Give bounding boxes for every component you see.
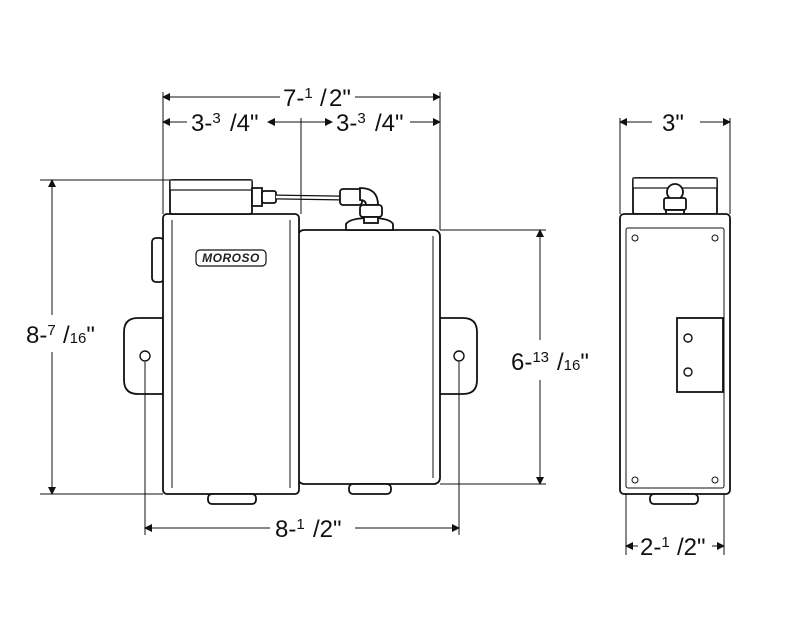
svg-text:/2": /2" [313,516,342,543]
moroso-logo: MOROSO [195,249,267,267]
svg-text:/16": /16" [63,322,95,349]
svg-text:/4": /4" [375,110,404,137]
dim-overall-width: 7-1" [283,85,313,112]
dim-body-height: 6-13 /16" [511,349,589,376]
dim-side-width: 3" [662,110,684,137]
dim-left-half: 3-3 /4" [191,110,259,137]
dim-overall-height: 8-7 /16" [26,322,95,349]
svg-text:MOROSO: MOROSO [202,251,260,265]
svg-text:3-3: 3-3 [336,110,366,137]
svg-text:3": 3" [662,110,684,137]
svg-text:8-7: 8-7 [26,322,56,349]
side-view [619,118,731,555]
dim-side-base-width: 2-1 /2" [640,534,706,561]
svg-text:6-13: 6-13 [511,349,549,376]
left-mounting-ear [123,317,164,395]
pump-bottom-port [207,493,257,505]
reservoir-body [297,229,441,485]
reservoir-bottom-port [348,483,392,495]
svg-text:/16": /16" [557,349,589,376]
right-mounting-ear [439,317,478,395]
svg-text:/: / [320,85,327,112]
elbow-fitting [339,187,383,224]
svg-text:/4": /4" [230,110,259,137]
svg-text:3-3: 3-3 [191,110,221,137]
dim-right-half: 3-3 /4" [336,110,404,137]
right-mount-hole [453,350,465,362]
dim-overall-width-frac: / 2" [320,85,351,112]
svg-text:2-1: 2-1 [640,534,670,561]
svg-text:8-1: 8-1 [275,516,305,543]
left-mount-hole [139,350,151,362]
front-view: MOROSO [40,92,546,535]
svg-text:/2": /2" [677,534,706,561]
side-bottom-port [649,493,699,505]
svg-text:2": 2" [329,85,351,112]
dim-bracket-width: 8-1 /2" [275,516,342,543]
side-bracket-plate [676,317,724,393]
